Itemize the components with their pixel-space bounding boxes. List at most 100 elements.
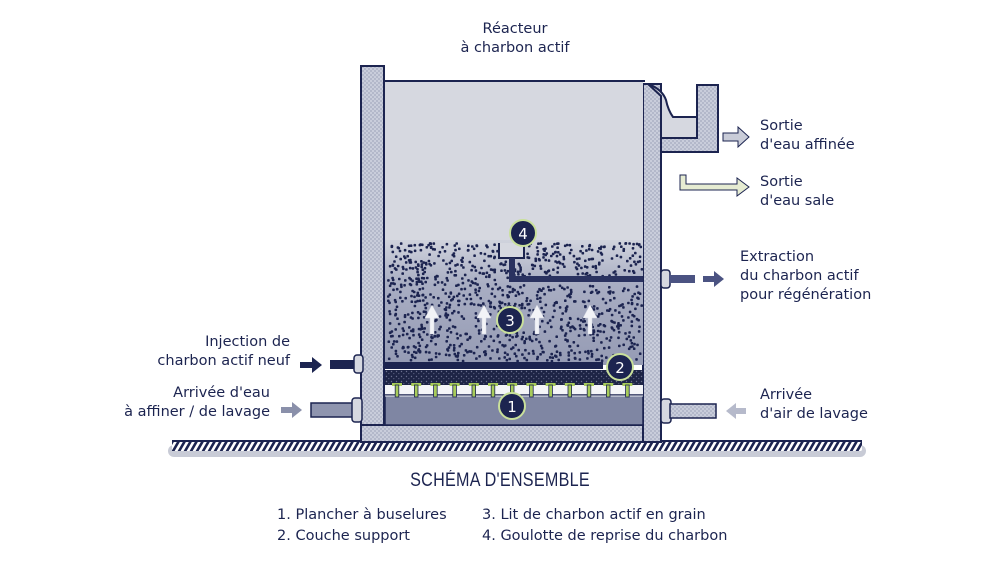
carbon-grain xyxy=(513,288,516,292)
carbon-grain xyxy=(557,358,560,362)
carbon-grain xyxy=(477,329,481,332)
carbon-grain xyxy=(539,353,542,356)
carbon-grain xyxy=(508,334,512,337)
carbon-grain xyxy=(521,335,524,339)
carbon-grain xyxy=(584,272,587,276)
carbon-grain xyxy=(576,317,580,321)
label-dirty-outlet-line2: d'eau sale xyxy=(760,193,835,209)
carbon-grain xyxy=(612,245,616,249)
carbon-grain xyxy=(526,303,529,306)
carbon-grain xyxy=(445,316,448,319)
carbon-grain xyxy=(610,313,614,317)
carbon-grain xyxy=(563,287,566,291)
carbon-grain xyxy=(393,298,397,302)
carbon-grain xyxy=(536,357,539,361)
carbon-grain xyxy=(462,294,465,297)
carbon-grain xyxy=(554,354,557,358)
carbon-grain xyxy=(550,254,553,258)
carbon-grain xyxy=(487,284,490,288)
nozzle-cap xyxy=(507,383,518,386)
carbon-grain xyxy=(453,352,457,356)
carbon-grain xyxy=(559,327,563,330)
badge-4-label: 4 xyxy=(518,225,528,243)
carbon-grain xyxy=(630,341,634,345)
carbon-grain xyxy=(414,260,417,264)
carbon-grain xyxy=(493,295,497,298)
carbon-grain xyxy=(566,339,569,342)
carbon-grain xyxy=(588,243,592,247)
carbon-grain xyxy=(500,269,503,272)
carbon-grain xyxy=(590,355,594,358)
carbon-grain xyxy=(491,268,495,272)
carbon-grain xyxy=(535,246,539,249)
carbon-grain xyxy=(456,358,460,362)
carbon-grain xyxy=(408,282,412,286)
carbon-grain xyxy=(573,351,576,355)
carbon-grain xyxy=(454,269,457,273)
carbon-grain xyxy=(628,242,631,245)
carbon-grain xyxy=(401,327,405,330)
carbon-grain xyxy=(498,340,502,344)
carbon-grain xyxy=(456,294,459,298)
badge-2: 2 xyxy=(606,353,634,381)
carbon-grain xyxy=(517,348,520,352)
carbon-grain xyxy=(446,313,450,317)
carbon-grain xyxy=(478,286,481,290)
carbon-grain xyxy=(528,308,531,312)
carbon-grain xyxy=(430,358,433,361)
carbon-grain xyxy=(640,268,644,271)
carbon-grain xyxy=(564,309,568,313)
carbon-grain xyxy=(568,345,572,348)
carbon-grain xyxy=(517,273,520,276)
carbon-grain xyxy=(416,291,420,295)
carbon-grain xyxy=(555,350,559,353)
carbon-grain xyxy=(467,248,470,252)
carbon-grain xyxy=(394,308,398,312)
carbon-grain xyxy=(555,301,558,304)
carbon-grain xyxy=(467,244,470,248)
carbon-grain xyxy=(567,351,570,354)
carbon-grain xyxy=(522,284,526,287)
reactor-title-line1: Réacteur xyxy=(482,21,548,37)
carbon-grain xyxy=(597,324,600,327)
carbon-grain xyxy=(457,292,461,296)
label-air-inlet-line1: Arrivée xyxy=(760,387,813,403)
carbon-grain xyxy=(558,284,562,288)
carbon-grain xyxy=(452,344,456,347)
carbon-grain xyxy=(446,279,449,282)
carbon-grain xyxy=(387,340,391,343)
carbon-grain xyxy=(458,247,461,251)
carbon-grain xyxy=(417,341,420,345)
carbon-grain xyxy=(525,299,528,303)
carbon-grain xyxy=(627,347,631,351)
carbon-grain xyxy=(438,352,441,356)
carbon-grain xyxy=(506,285,510,288)
carbon-grain xyxy=(621,289,625,293)
carbon-grain xyxy=(583,300,586,304)
carbon-grain xyxy=(439,325,442,329)
carbon-grain xyxy=(622,319,625,322)
nozzle-cap xyxy=(526,383,537,386)
carbon-grain xyxy=(604,301,608,305)
carbon-grain xyxy=(561,312,564,315)
carbon-grain xyxy=(410,294,413,298)
carbon-grain xyxy=(434,275,437,279)
carbon-grain xyxy=(558,261,562,265)
carbon-grain xyxy=(454,248,457,252)
carbon-grain xyxy=(529,299,532,303)
carbon-grain xyxy=(566,286,569,289)
carbon-grain xyxy=(415,351,418,354)
carbon-grain xyxy=(420,325,424,329)
carbon-grain xyxy=(489,335,493,338)
carbon-grain xyxy=(402,329,405,333)
carbon-grain xyxy=(630,320,634,323)
carbon-grain xyxy=(573,260,576,264)
carbon-grain xyxy=(578,351,582,354)
carbon-grain xyxy=(579,249,582,253)
carbon-grain xyxy=(410,353,414,357)
carbon-grain xyxy=(528,272,531,276)
carbon-grain xyxy=(595,289,598,292)
label-extraction: Extraction du charbon actif pour régénér… xyxy=(740,248,871,305)
carbon-grain xyxy=(612,247,615,251)
